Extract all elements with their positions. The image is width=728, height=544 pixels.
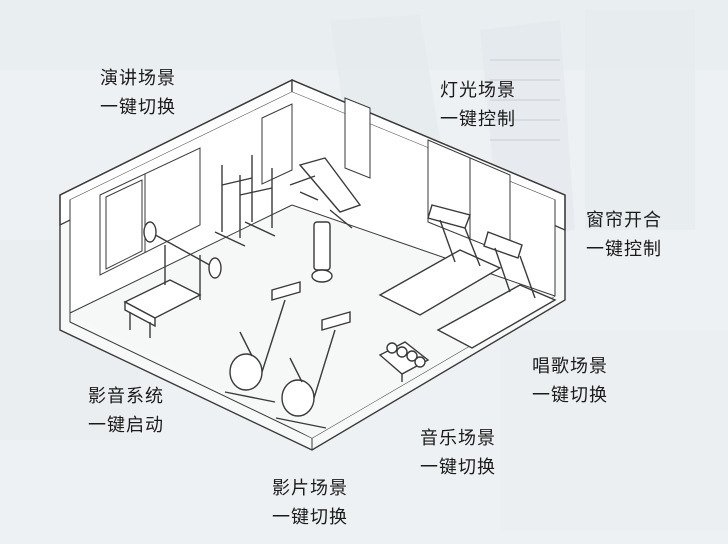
label-speech-scene: 演讲场景 一键切换 — [100, 64, 176, 122]
treadmill-icon-1 — [378, 204, 502, 316]
label-sing-scene: 唱歌场景 一键切换 — [532, 352, 608, 410]
exercise-bike-icon-2 — [275, 311, 351, 429]
light-line1: 灯光场景 — [440, 80, 516, 101]
sing-line2: 一键切换 — [532, 385, 608, 406]
speech-line1: 演讲场景 — [100, 68, 176, 89]
squat-rack-icon — [214, 155, 276, 247]
dumbbell-rack-icon — [378, 341, 430, 382]
music-line1: 音乐场景 — [420, 428, 496, 449]
label-av-system: 影音系统 一键启动 — [88, 382, 164, 440]
room-outline — [59, 79, 566, 451]
light-line2: 一键控制 — [440, 109, 516, 130]
window-left — [99, 147, 201, 276]
music-line2: 一键切换 — [420, 457, 496, 478]
curtain-line2: 一键控制 — [586, 239, 662, 260]
av-line2: 一键启动 — [88, 415, 164, 436]
movie-line2: 一键切换 — [272, 507, 348, 528]
label-curtain: 窗帘开合 一键控制 — [586, 206, 662, 264]
sing-line1: 唱歌场景 — [532, 356, 608, 377]
curtain-line1: 窗帘开合 — [586, 210, 662, 231]
label-music-scene: 音乐场景 一键切换 — [420, 424, 496, 482]
label-movie-scene: 影片场景 一键切换 — [272, 474, 348, 532]
exercise-bike-icon-1 — [224, 281, 301, 403]
door-back — [344, 97, 371, 179]
movie-line1: 影片场景 — [272, 478, 348, 499]
bench-press-icon — [123, 221, 222, 338]
treadmill-icon-2 — [436, 231, 557, 349]
label-light-scene: 灯光场景 一键控制 — [440, 76, 516, 134]
incline-bench-icon — [289, 157, 362, 229]
av-line1: 影音系统 — [88, 386, 164, 407]
door-left — [261, 103, 293, 185]
punching-bag-icon — [311, 221, 333, 283]
speech-line2: 一键切换 — [100, 97, 176, 118]
